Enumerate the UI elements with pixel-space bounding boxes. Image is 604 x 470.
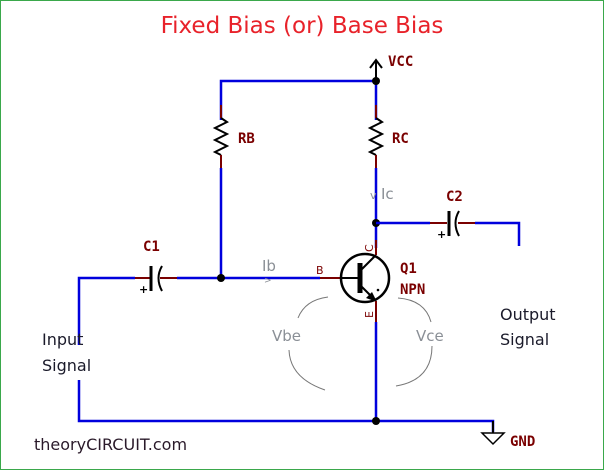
pin-e-label: E	[363, 311, 376, 318]
wire-ground	[77, 380, 495, 432]
junction-ground	[372, 417, 380, 425]
pin-c-label: C	[363, 244, 376, 252]
input-signal-line1: Input	[42, 330, 83, 349]
vcc-label: VCC	[388, 54, 413, 70]
pin-b-label: B	[316, 264, 324, 277]
c2-label: C2	[446, 189, 463, 205]
ic-arrow-icon: v	[370, 189, 377, 202]
transistor-q1	[320, 240, 391, 322]
watermark: theoryCIRCUIT.com	[34, 435, 187, 454]
junction-vcc	[372, 77, 380, 85]
ib-label: Ib	[262, 257, 276, 275]
vcc-symbol	[369, 58, 383, 80]
capacitor-c2: +	[376, 210, 521, 246]
q1-type-label: NPN	[400, 282, 425, 298]
capacitor-c1: +	[77, 265, 320, 345]
vce-bracket	[395, 297, 433, 387]
output-signal-line1: Output	[500, 305, 556, 324]
rc-label: RC	[392, 131, 409, 147]
vce-label: Vce	[416, 327, 444, 345]
rb-label: RB	[238, 131, 255, 147]
output-signal-line2: Signal	[500, 330, 549, 349]
q1-ref-label: Q1	[400, 261, 417, 277]
wire-top	[219, 79, 378, 120]
ic-label: Ic	[381, 185, 394, 203]
svg-text:+: +	[139, 283, 148, 296]
diagram-title: Fixed Bias (or) Base Bias	[161, 13, 444, 39]
ib-arrow-icon: >	[264, 276, 272, 286]
resistor-rb	[212, 105, 230, 168]
junction-base	[217, 274, 225, 282]
ground-icon	[480, 421, 506, 446]
gnd-label: GND	[510, 434, 535, 450]
svg-text:+: +	[437, 228, 446, 241]
vbe-bracket	[288, 296, 329, 391]
vbe-label: Vbe	[272, 327, 301, 345]
c1-label: C1	[143, 239, 160, 255]
resistor-rc	[367, 105, 385, 168]
input-signal-line2: Signal	[42, 356, 91, 375]
